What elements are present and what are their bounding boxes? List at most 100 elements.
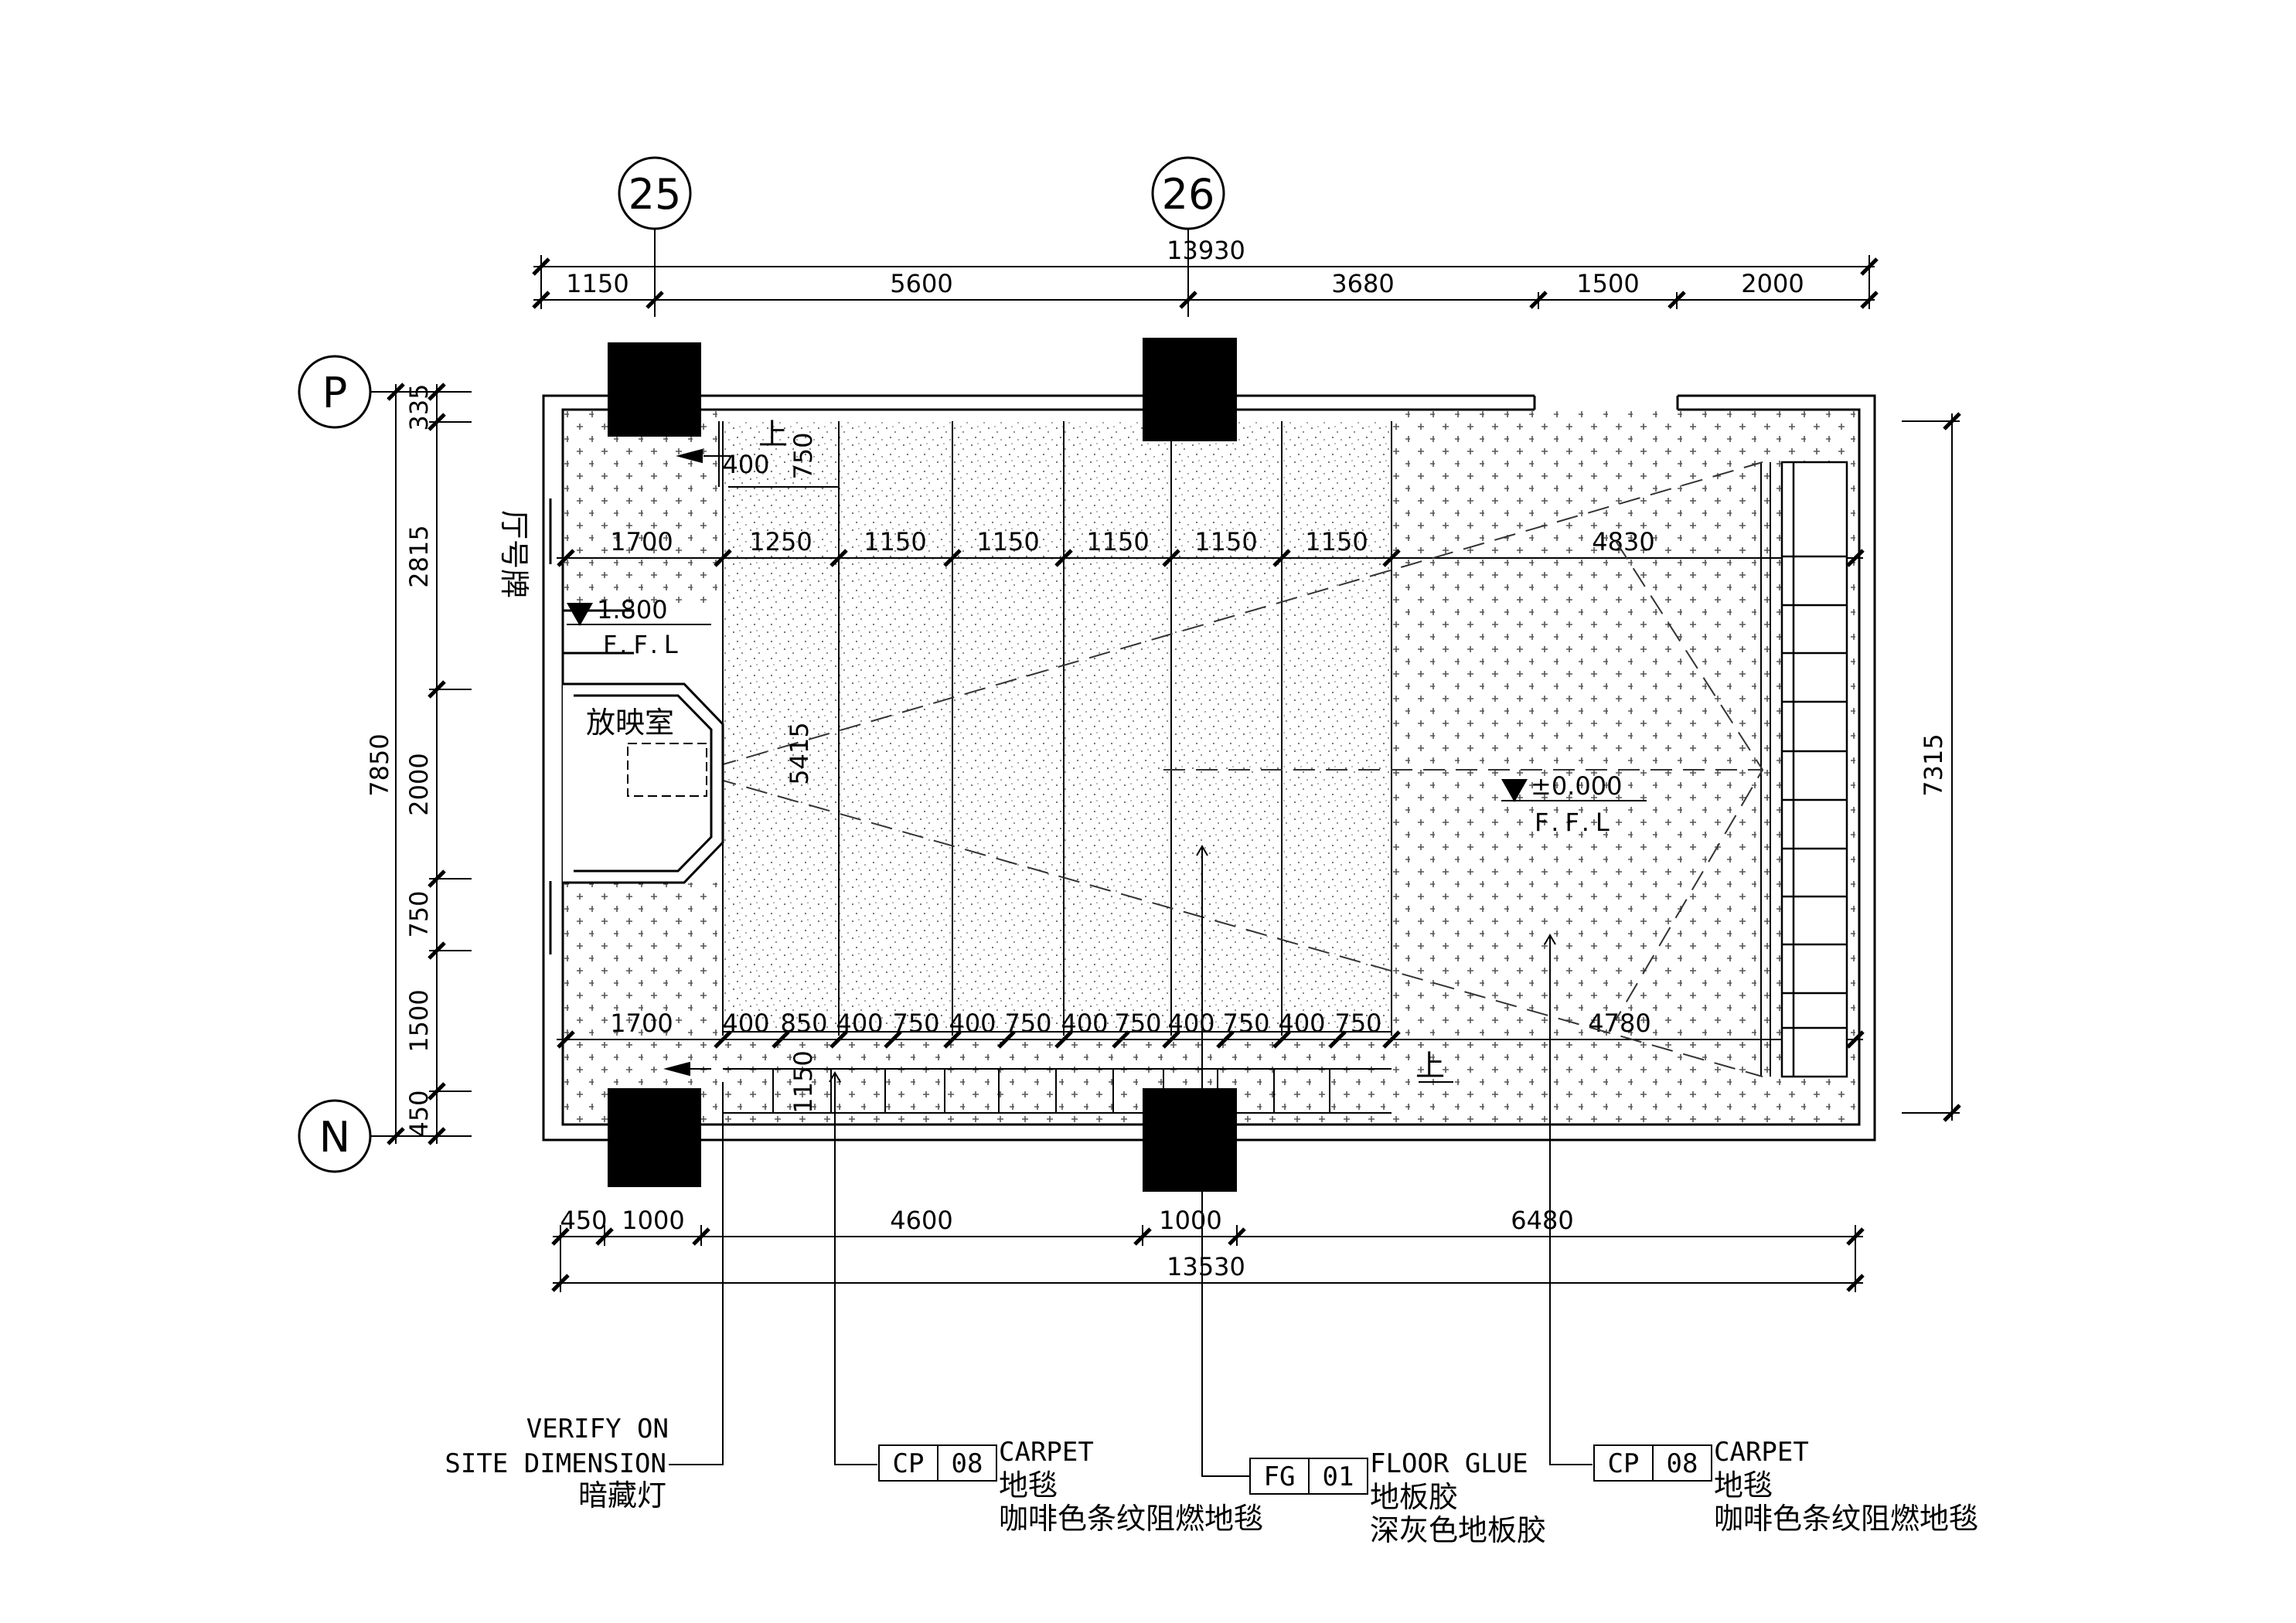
grid-label-26: 26 <box>1162 170 1215 219</box>
note-verify-line-1: VERIFY ON <box>526 1414 669 1444</box>
cp08-left-line-2: 地毯 <box>999 1468 1058 1502</box>
dim-lower-13: 750 <box>1334 1009 1381 1038</box>
dim-lower-10: 400 <box>1167 1009 1214 1038</box>
dim-upper-6: 1150 <box>1194 527 1257 556</box>
column-26-top <box>1143 338 1237 441</box>
dim-left-seg-5: 1500 <box>404 989 434 1052</box>
dim-bottom-seg-2: 1000 <box>622 1206 684 1235</box>
dim-upper-5: 1150 <box>1086 527 1149 556</box>
fg01-code-a: FG <box>1264 1461 1296 1492</box>
right-dimension <box>1902 412 1961 1122</box>
level-upper-value: 1.800 <box>597 595 668 624</box>
dim-upper-8: 4830 <box>1592 527 1654 556</box>
dim-stair-width: 400 <box>722 450 769 479</box>
cp08-right-line-3: 咖啡色条纹阻燃地毯 <box>1714 1502 1978 1536</box>
dim-top-seg-3: 3680 <box>1331 269 1394 298</box>
dim-bottom-total: 13530 <box>1167 1252 1245 1281</box>
dim-bottom-seg-3: 4600 <box>890 1206 952 1235</box>
dim-top-seg-2: 5600 <box>890 269 952 298</box>
note-verify-line-2: SITE DIMENSION <box>445 1448 666 1479</box>
fg01-line-3: 深灰色地板胶 <box>1370 1513 1546 1547</box>
dim-lower-3: 850 <box>780 1009 827 1038</box>
dim-upper-4: 1150 <box>976 527 1039 556</box>
dim-lower-12: 400 <box>1278 1009 1325 1038</box>
level-main-value: ±0.000 <box>1531 771 1622 801</box>
column-26-bottom <box>1143 1088 1237 1192</box>
screen-stage <box>1780 461 1848 1078</box>
dim-stair-depth: 750 <box>789 432 818 479</box>
dim-left-total: 7850 <box>365 733 394 796</box>
dim-lower-2: 400 <box>722 1009 769 1038</box>
cp08-left-line-1: CARPET <box>999 1437 1094 1468</box>
column-25-bottom <box>608 1088 701 1187</box>
stair-top-left <box>676 421 840 488</box>
dim-bottom-seg-5: 6480 <box>1511 1206 1573 1235</box>
dim-lower-9: 750 <box>1114 1009 1161 1038</box>
dim-bottom-seg-1: 450 <box>560 1206 607 1235</box>
dim-left-seg-1: 335 <box>404 383 434 430</box>
dim-lower-11: 750 <box>1222 1009 1269 1038</box>
grid-bubble-n: N <box>298 1099 472 1173</box>
up-mark-top: 上 <box>758 417 788 451</box>
upper-row-dimension <box>557 549 1865 567</box>
dim-top-seg-1: 1150 <box>566 269 629 298</box>
cp08-left-code-a: CP <box>893 1448 925 1479</box>
note-cp08-left: CP 08 CARPET 地毯 咖啡色条纹阻燃地毯 <box>878 1437 1263 1536</box>
dim-bottom-seg-4: 1000 <box>1159 1206 1221 1235</box>
column-25-top <box>608 342 701 437</box>
dim-left-seg-2: 2815 <box>404 525 434 587</box>
dim-lower-8: 400 <box>1061 1009 1108 1038</box>
projection-room-label: 放映室 <box>586 706 674 740</box>
dim-lower-4: 400 <box>836 1009 883 1038</box>
note-fg01: FG 01 FLOOR GLUE 地板胶 深灰色地板胶 <box>1249 1448 1546 1547</box>
level-main-ffl: F.F.L <box>1535 808 1616 837</box>
dim-step-depth: 1150 <box>789 1050 818 1113</box>
note-verify-line-3: 暗藏灯 <box>578 1478 666 1512</box>
grid-label-p: P <box>322 369 348 417</box>
dim-top-seg-4: 1500 <box>1576 269 1639 298</box>
dim-left-seg-3: 2000 <box>404 753 434 815</box>
cp08-left-line-3: 咖啡色条纹阻燃地毯 <box>999 1502 1263 1536</box>
top-dimension-chain <box>532 255 1879 309</box>
projection-booth <box>563 682 724 884</box>
dim-lower-7: 750 <box>1004 1009 1051 1038</box>
cp08-right-line-2: 地毯 <box>1714 1468 1773 1502</box>
dim-lower-5: 750 <box>892 1009 939 1038</box>
dim-lower-1: 1700 <box>610 1009 673 1038</box>
dim-left-seg-4: 750 <box>404 890 434 937</box>
left-dimension-chain <box>387 383 472 1145</box>
hall-sign-label: 厅号牌 <box>497 510 531 598</box>
level-mark-main: ±0.000 F.F.L <box>1501 771 1647 837</box>
dim-top-seg-5: 2000 <box>1741 269 1804 298</box>
fg01-line-2: 地板胶 <box>1370 1480 1458 1514</box>
carpet-zone-right <box>1392 411 1858 1122</box>
dim-right-total: 7315 <box>1919 733 1948 796</box>
level-mark-upper: 1.800 F.F.L <box>567 595 711 659</box>
cp08-right-line-1: CARPET <box>1714 1437 1809 1468</box>
dim-upper-7: 1150 <box>1305 527 1368 556</box>
dim-top-total: 13930 <box>1167 236 1245 265</box>
dim-lower-6: 400 <box>949 1009 996 1038</box>
dim-upper-3: 1150 <box>864 527 926 556</box>
fg01-line-1: FLOOR GLUE <box>1370 1448 1528 1479</box>
stair-bottom <box>663 1061 1453 1083</box>
dim-upper-2: 1250 <box>749 527 812 556</box>
fg01-code-b: 01 <box>1323 1461 1354 1492</box>
dim-room-depth: 5415 <box>785 722 814 784</box>
cp08-right-code-a: CP <box>1608 1448 1640 1479</box>
lower-row-dimension <box>557 1030 1865 1049</box>
cp08-left-code-b: 08 <box>952 1448 983 1479</box>
grid-label-25: 25 <box>629 170 682 219</box>
note-cp08-right: CP 08 CARPET 地毯 咖啡色条纹阻燃地毯 <box>1593 1437 1978 1536</box>
dim-upper-1: 1700 <box>610 527 673 556</box>
note-verify-dimension: VERIFY ON SITE DIMENSION 暗藏灯 <box>445 1414 669 1512</box>
dim-left-seg-6: 450 <box>404 1090 434 1137</box>
cp08-right-code-b: 08 <box>1667 1448 1698 1479</box>
up-mark-bottom: 上 <box>1415 1049 1445 1083</box>
leader-lines <box>669 845 1593 1477</box>
level-upper-ffl: F.F.L <box>603 630 684 659</box>
grid-label-n: N <box>319 1113 350 1162</box>
floor-glue-zone <box>723 421 1389 1032</box>
bottom-dimension-chain <box>551 1225 1865 1292</box>
